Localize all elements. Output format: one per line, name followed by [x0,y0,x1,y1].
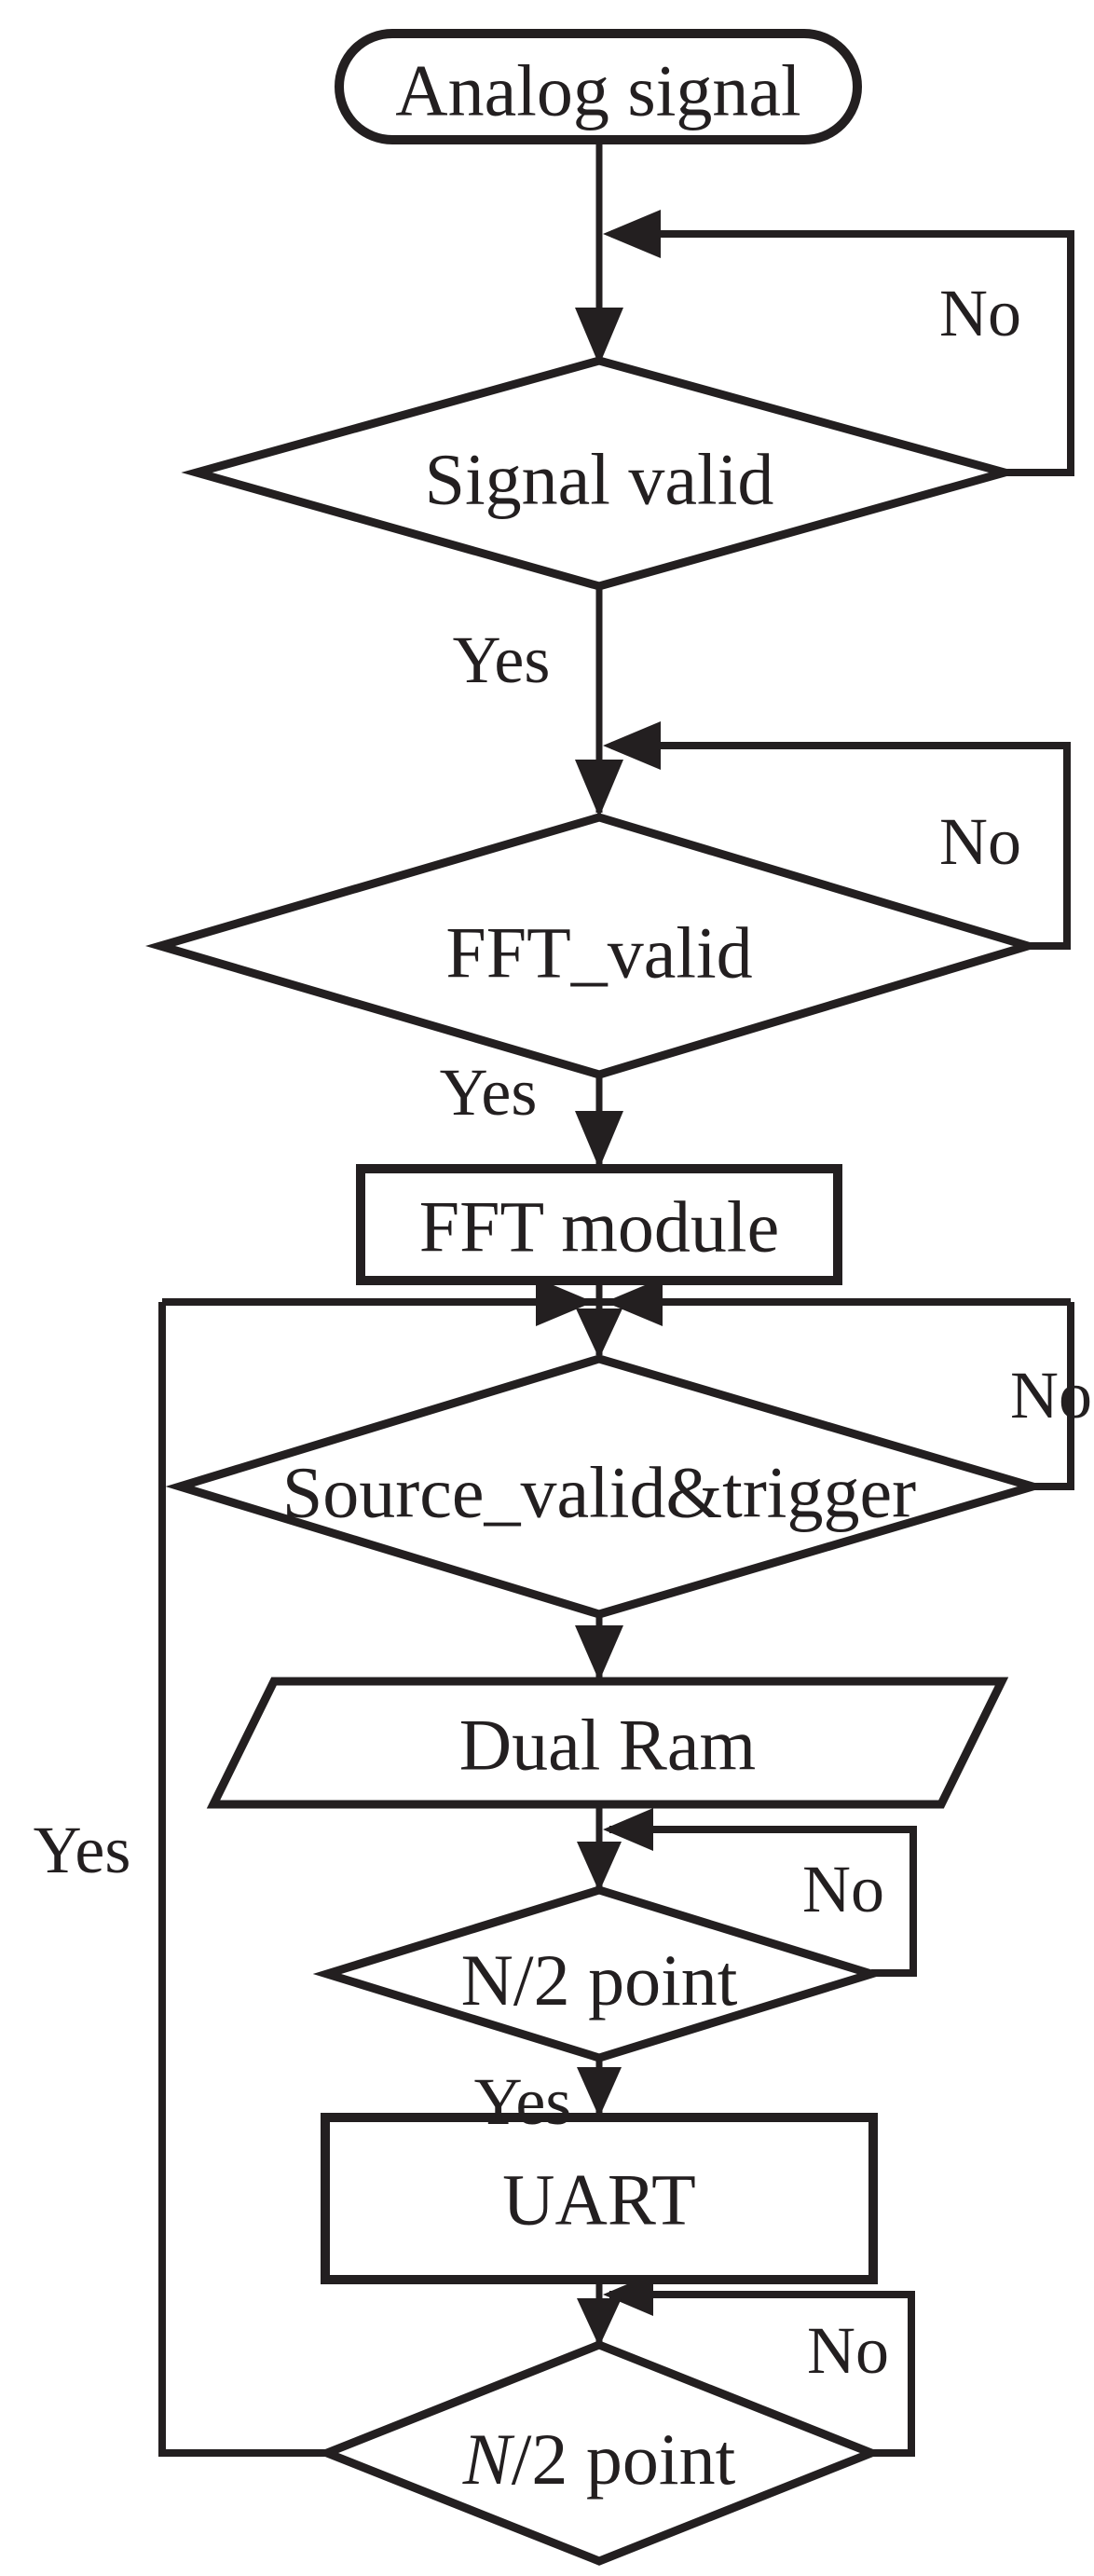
node-labels: Analog signal Signal valid FFT_valid FFT… [282,50,916,2500]
label-signal-valid: Signal valid [425,439,774,520]
node-dual-ram-io [206,1677,1009,1809]
loop-no-signal-valid [611,230,1074,476]
node-uart-process [321,2113,878,2284]
label-analog-signal: Analog signal [395,50,800,131]
arrowhead-down-into-uart-icon [577,2067,622,2117]
loop-no-n2-point2 [609,2291,915,2457]
label-no-signal-valid: No [939,276,1021,350]
label-yes-n2-point1: Yes [474,2064,572,2139]
edge-labels: No Yes No Yes No No Yes No Yes [34,276,1092,2388]
arrowhead-left-no-signal-valid-icon [603,210,661,258]
label-no-n2-point2: No [807,2313,889,2388]
label-yes-signal-valid: Yes [453,623,551,697]
label-no-fft-valid: No [939,804,1021,879]
arrowhead-down-into-dual-ram-icon [575,1625,623,1681]
arrowhead-left-no-fft-valid-icon [603,721,661,770]
label-uart: UART [502,2159,696,2240]
node-signal-valid-decision [181,356,1020,591]
arrowhead-right-yes-loop-icon [536,1278,594,1326]
label-no-source-valid: No [1010,1358,1092,1432]
label-dual-ram: Dual Ram [459,1705,756,1786]
node-source-valid-trigger-decision [165,1354,1047,1619]
label-n2-point2: N/2 point [462,2418,736,2500]
arrowhead-down-into-signal-valid-icon [575,308,623,365]
node-analog-signal-terminator [335,29,862,144]
label-yes-loop-left: Yes [34,1813,131,1887]
arrowhead-down-into-n2-point2-icon [577,2298,622,2347]
label-source-valid-trigger: Source_valid&trigger [282,1452,916,1533]
node-fft-module-process [356,1164,842,1285]
loop-no-n2-point1 [609,1826,917,1977]
loop-yes-left [158,1302,328,2457]
arrowhead-down-into-fft-valid-icon [575,760,623,817]
label-fft-module: FFT module [419,1186,779,1267]
label-fft-valid: FFT_valid [445,912,752,993]
nodes [144,29,1047,2566]
arrowhead-left-no-source-valid-icon [605,1278,663,1326]
arrowhead-down-into-n2-point1-icon [577,1842,622,1892]
node-n2-point2-decision [315,2340,883,2566]
node-n2-point1-decision [312,1885,886,2062]
label-yes-fft-valid: Yes [440,1055,538,1130]
loop-no-fft-valid [611,742,1071,950]
node-fft-valid-decision [144,813,1043,1079]
arrowhead-down-into-fft-module-icon [575,1111,623,1169]
label-n2-point1: N/2 point [461,1939,738,2021]
arrowheads [536,210,663,2347]
arrowhead-down-into-source-valid-icon [576,1309,622,1359]
label-no-n2-point1: No [802,1852,884,1926]
arrowhead-left-no-n2-point1-icon [603,1808,653,1851]
